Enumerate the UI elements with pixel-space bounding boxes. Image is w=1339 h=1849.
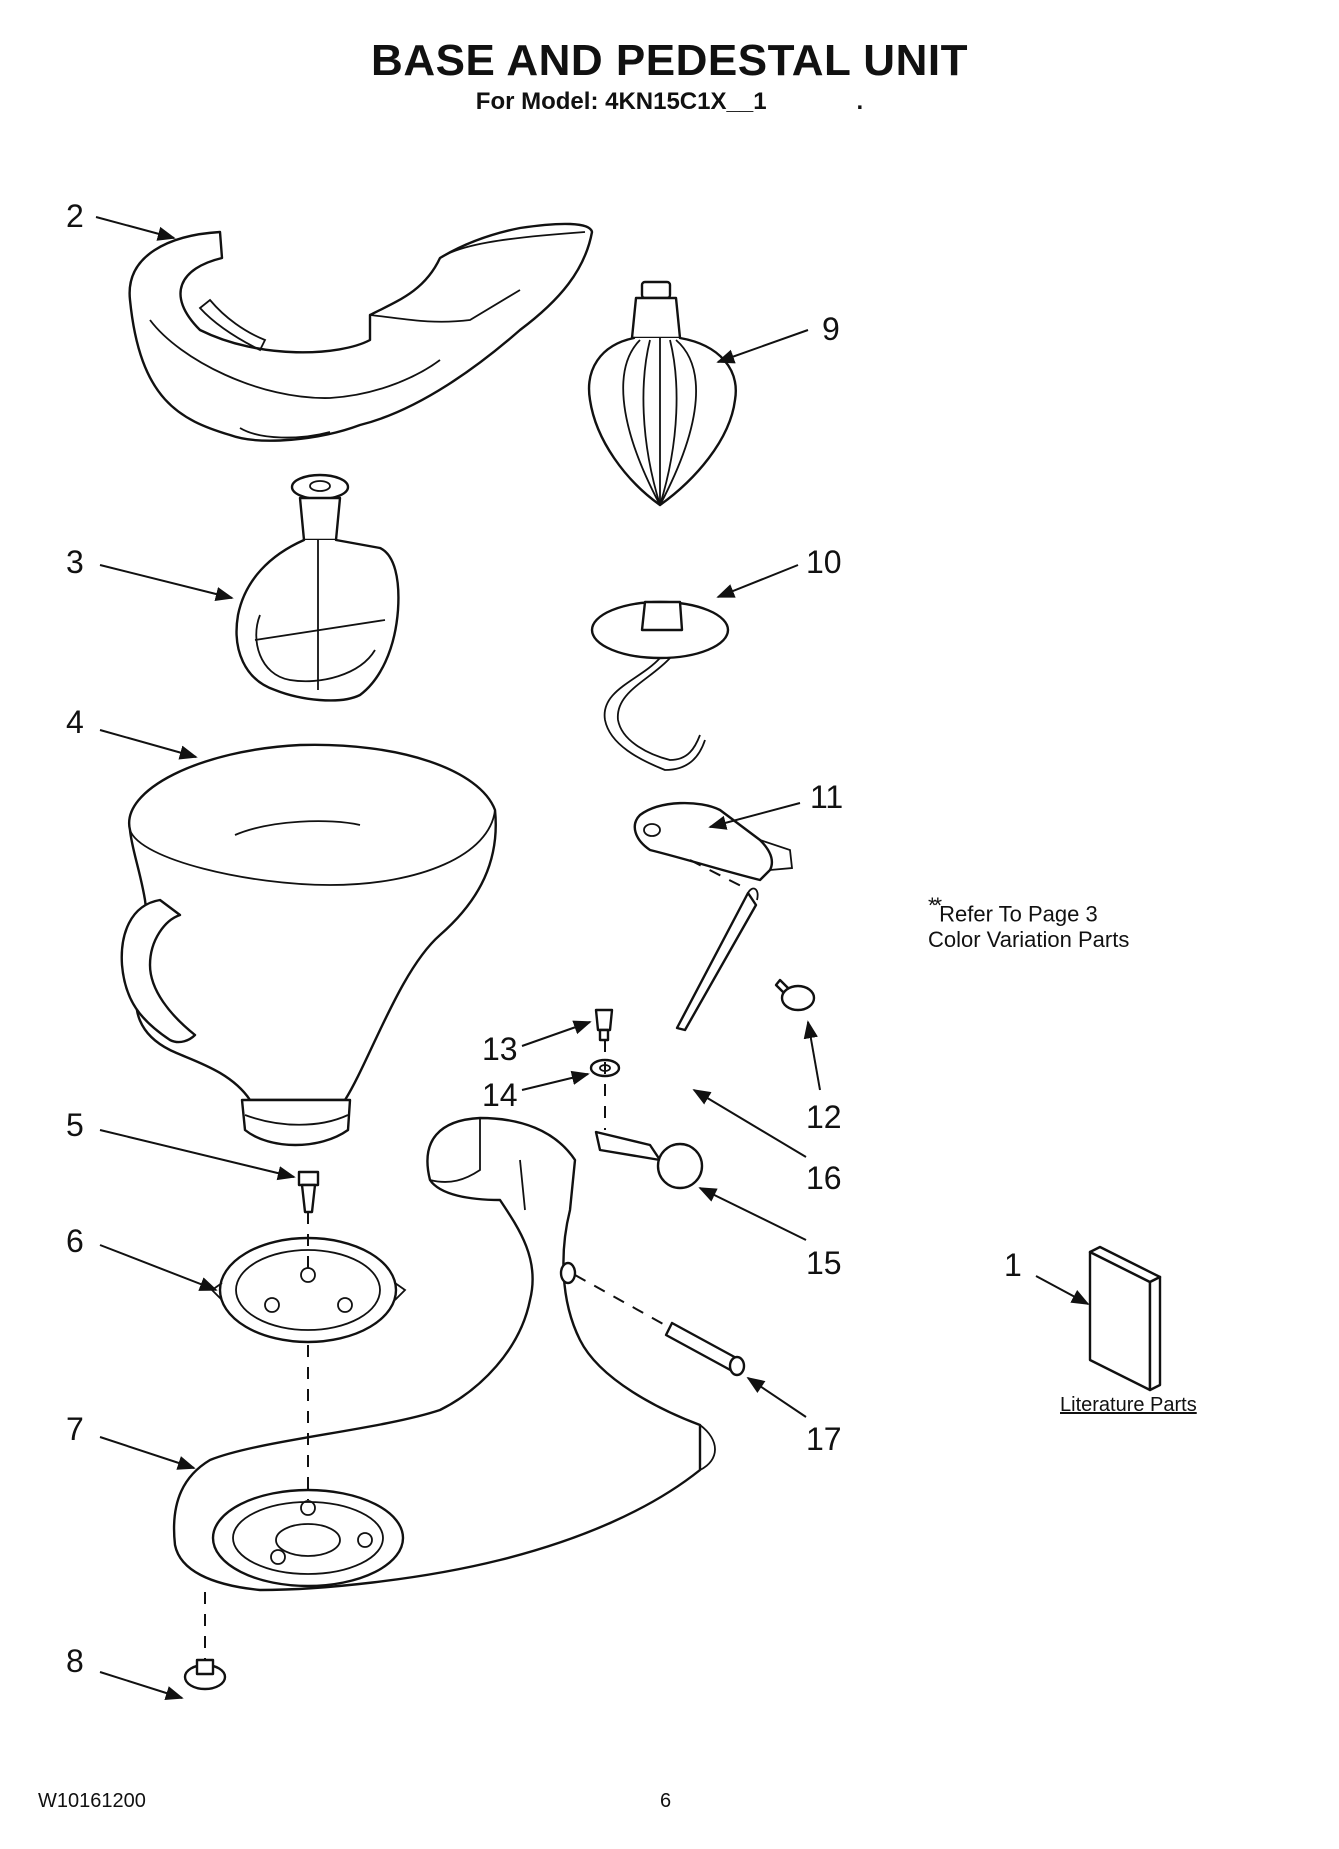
- callout-7: 7: [66, 1411, 84, 1447]
- callout-6: 6: [66, 1223, 84, 1259]
- mixing-bowl-part: [120, 743, 497, 1147]
- color-variation-note: **Refer To Page 3 Color Variation Parts: [928, 893, 1129, 953]
- leader-4: [99, 729, 198, 760]
- note-marker: **: [928, 893, 942, 918]
- page-title: BASE AND PEDESTAL UNIT: [371, 36, 968, 85]
- callout-8: 8: [66, 1643, 84, 1679]
- model-text: For Model: 4KN15C1X__1: [475, 88, 767, 115]
- model-subtitle: For Model: 4KN15C1X__1.: [0, 88, 1339, 116]
- callout-5: 5: [66, 1107, 84, 1143]
- screw-5-part: [297, 1170, 320, 1214]
- callout-1: 1: [1004, 1247, 1022, 1283]
- leader-12: [803, 1020, 821, 1091]
- leader-3: [99, 564, 234, 602]
- pedestal-base-part: [172, 1116, 716, 1592]
- page-number: 6: [660, 1790, 672, 1812]
- assembly-line-11-16: [689, 859, 746, 889]
- note-line-1: Refer To Page 3: [939, 901, 1098, 927]
- leader-6: [99, 1244, 218, 1291]
- callout-17: 17: [806, 1421, 842, 1457]
- hinge-pin-part: [664, 1321, 746, 1377]
- callout-9: 9: [822, 311, 840, 347]
- leader-5: [99, 1129, 296, 1181]
- leader-13: [521, 1020, 592, 1047]
- spring-rod-part: [675, 887, 759, 1032]
- callout-14: 14: [482, 1077, 518, 1113]
- callout-15: 15: [806, 1245, 842, 1281]
- leader-11: [708, 802, 801, 830]
- callout-16: 16: [806, 1160, 842, 1196]
- wire-whip-part: [587, 280, 737, 507]
- callout-10: 10: [806, 544, 842, 580]
- leader-15: [698, 1187, 807, 1241]
- dough-hook-part: [590, 600, 730, 771]
- leader-10: [716, 564, 799, 598]
- leader-14: [521, 1070, 590, 1091]
- literature-part: [1088, 1245, 1162, 1392]
- leader-2: [95, 216, 176, 241]
- document-number: W10161200: [38, 1790, 146, 1812]
- clamping-plate-part: [210, 1236, 407, 1344]
- flat-beater-part: [235, 473, 400, 702]
- literature-parts-label: Literature Parts: [1060, 1394, 1197, 1416]
- assembly-line-17: [574, 1274, 666, 1326]
- leader-9: [716, 329, 809, 364]
- callout-4: 4: [66, 704, 84, 740]
- callout-2: 2: [66, 198, 84, 234]
- callout-3: 3: [66, 544, 84, 580]
- leader-8: [99, 1671, 184, 1700]
- pouring-shield-part: [128, 222, 594, 442]
- hinge-housing-part: [633, 801, 793, 882]
- callout-11: 11: [810, 779, 843, 815]
- screw-12-part: [774, 978, 816, 1012]
- leader-16: [692, 1089, 807, 1158]
- leader-17: [746, 1376, 807, 1418]
- lever-knob-part: [594, 1130, 704, 1190]
- callout-13: 13: [482, 1031, 518, 1067]
- subtitle-trailing-mark: .: [856, 88, 864, 115]
- screw-13-part: [594, 1008, 614, 1042]
- leader-1: [1035, 1275, 1090, 1305]
- leader-7: [99, 1436, 196, 1470]
- note-line-2: Color Variation Parts: [928, 927, 1130, 953]
- foot-part: [183, 1658, 227, 1691]
- callout-12: 12: [806, 1099, 842, 1135]
